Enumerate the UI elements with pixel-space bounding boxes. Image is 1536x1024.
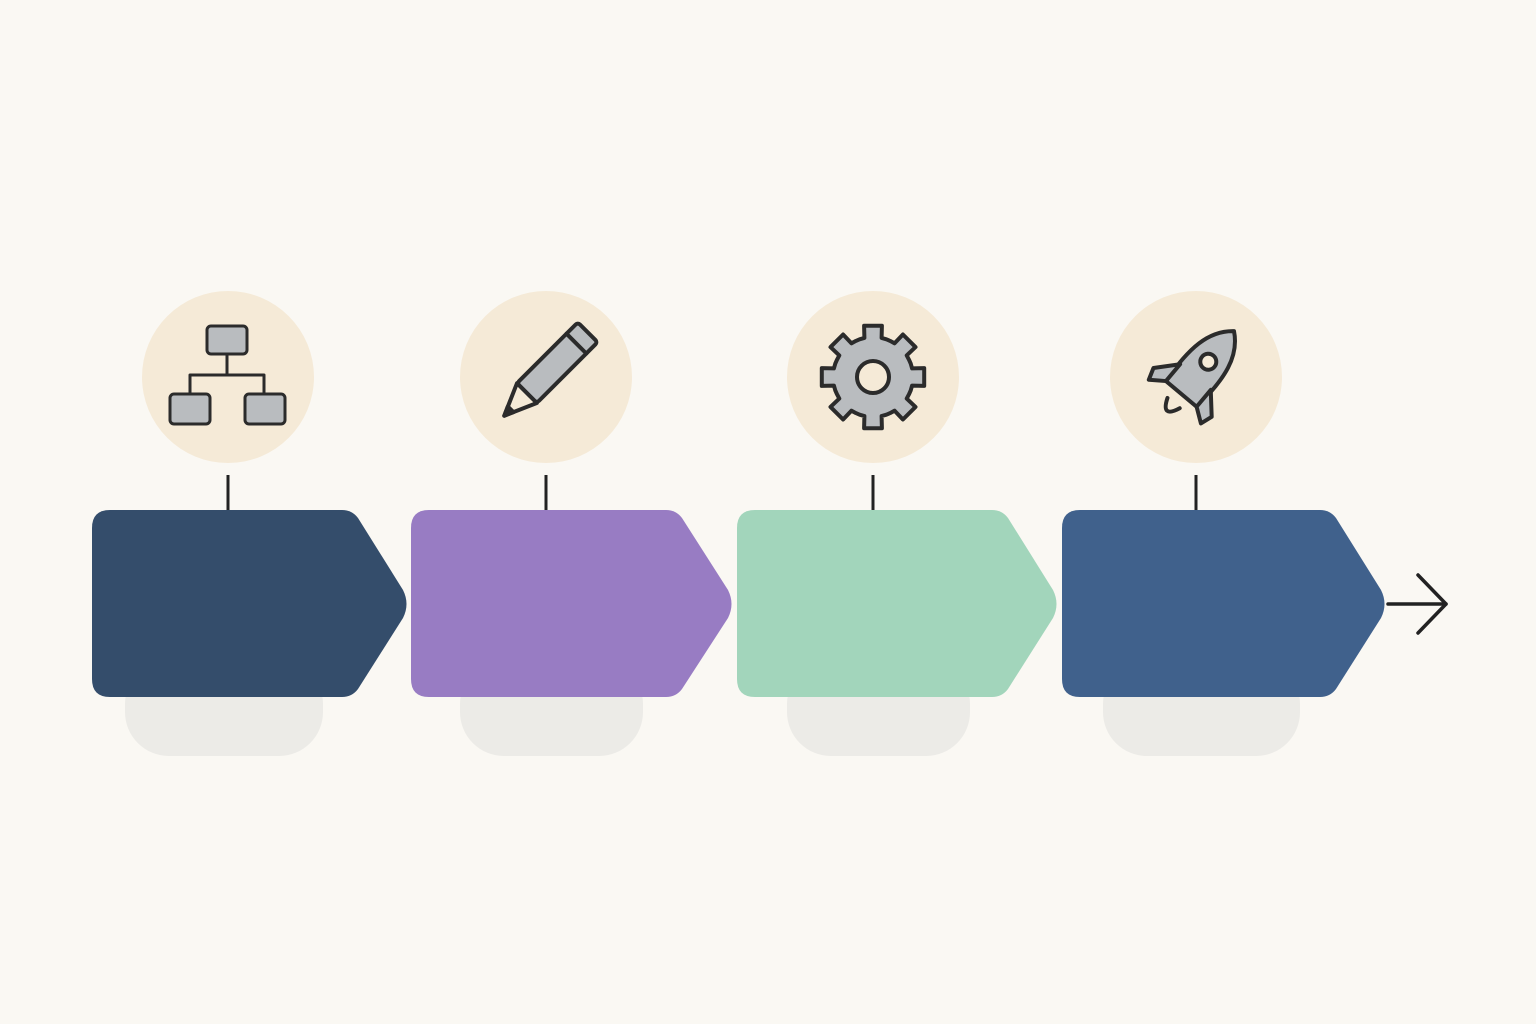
- icon-circles: [142, 291, 1282, 463]
- step-3-chevron: [737, 510, 1057, 697]
- final-arrow: [1386, 573, 1448, 635]
- step-1-icon-circle: [142, 291, 314, 463]
- hierarchy-icon: [168, 324, 287, 426]
- pencil-icon: [502, 321, 599, 418]
- step-4-chevron: [1062, 510, 1385, 697]
- step-1-chevron: [92, 510, 407, 697]
- gear-icon: [819, 323, 927, 431]
- connectors: [226, 475, 1198, 510]
- rocket-icon: [1146, 329, 1237, 426]
- chevrons: [92, 510, 1385, 697]
- step-2-chevron: [411, 510, 732, 697]
